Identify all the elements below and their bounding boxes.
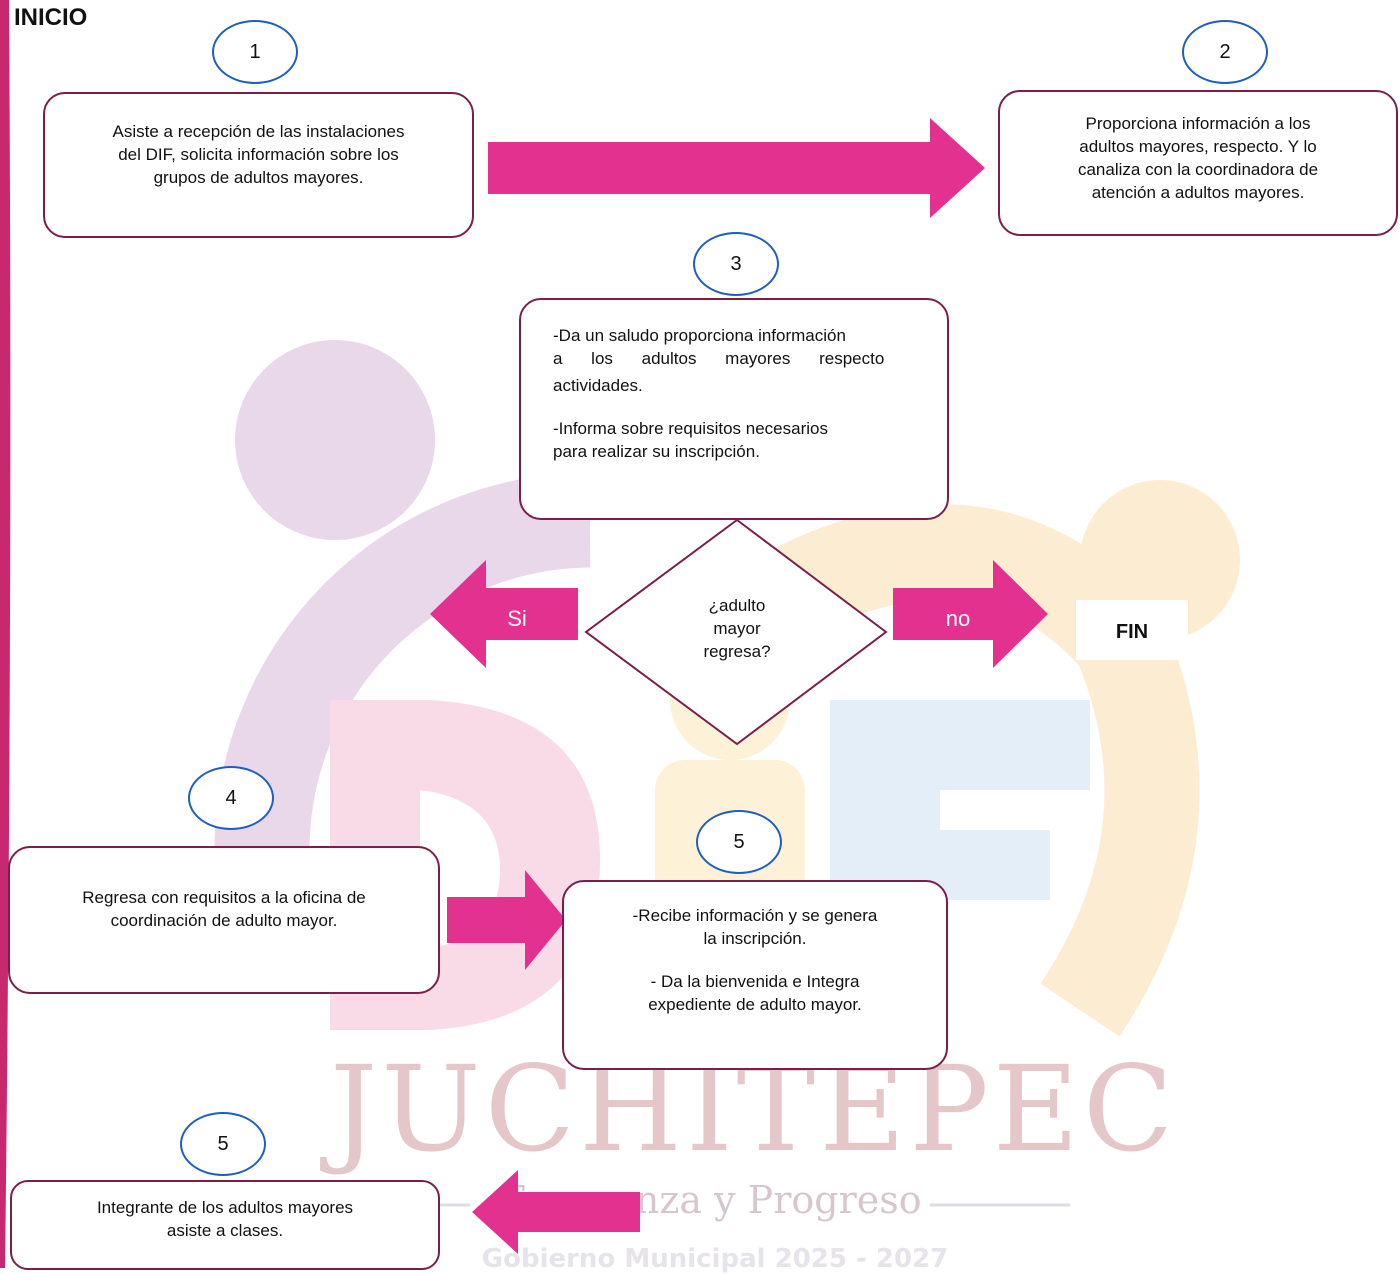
step-3-line: para realizar su inscripción. (553, 442, 760, 461)
arrow-step1-to-step2 (488, 118, 985, 218)
step-3-line: actividades. (553, 376, 643, 395)
step-5-box: -Recibe información y se genera la inscr… (562, 880, 948, 1070)
step-4-box: Regresa con requisitos a la oficina de c… (8, 846, 440, 994)
step-1-line: del DIF, solicita información sobre los (118, 145, 399, 164)
step-2-line: atención a adultos mayores. (1091, 183, 1305, 202)
decision-line: ¿adulto (708, 596, 766, 615)
decision-line: regresa? (703, 642, 771, 661)
end-label: FIN (1076, 600, 1188, 660)
step-3-number: 3 (693, 232, 779, 296)
step-5-line: -Recibe información y se genera (632, 906, 878, 925)
step-3-line: -Da un saludo proporciona información (553, 326, 846, 345)
step-5-line: expediente de adulto mayor. (648, 995, 862, 1014)
decision-line: mayor (713, 619, 761, 638)
step-5-line: - Da la bienvenida e Integra (650, 972, 860, 991)
step-1-line: Asiste a recepción de las instalaciones (112, 122, 405, 141)
step-5-number: 5 (696, 810, 782, 874)
arrow-si (430, 560, 578, 668)
arrow-to-step6 (472, 1170, 640, 1254)
step-4-line: Regresa con requisitos a la oficina de (82, 888, 366, 907)
arrow-step4-to-step5 (447, 870, 566, 970)
decision-text: ¿adulto mayor regresa? (680, 594, 794, 663)
decision-diamond (584, 518, 888, 746)
yes-label: Si (507, 606, 527, 631)
step-4-number: 4 (188, 766, 274, 830)
step-4-line: coordinación de adulto mayor. (110, 911, 338, 930)
step-6-line: Integrante de los adultos mayores (96, 1198, 354, 1217)
arrow-no (893, 560, 1048, 668)
step-1-line: grupos de adultos mayores. (153, 168, 364, 187)
step-3-line: -Informa sobre requisitos necesarios (553, 419, 828, 438)
step-6-number: 5 (180, 1112, 266, 1176)
step-2-line: canaliza con la coordinadora de (1077, 160, 1319, 179)
step-2-line: adultos mayores, respecto. Y lo (1079, 137, 1317, 156)
step-2-box: Proporciona información a los adultos ma… (998, 90, 1398, 236)
step-6-box: Integrante de los adultos mayores asiste… (10, 1180, 440, 1270)
start-label: INICIO (14, 4, 88, 31)
step-2-number: 2 (1182, 20, 1268, 84)
step-3-line: a los adultos mayores respecto (553, 349, 885, 368)
step-6-line: asiste a clases. (166, 1221, 284, 1240)
step-5-line: la inscripción. (703, 929, 807, 948)
logo-arc-purple (214, 472, 591, 851)
logo-head-purple (235, 340, 435, 540)
no-label: no (945, 606, 971, 631)
step-3-box: -Da un saludo proporciona información a … (519, 298, 949, 520)
step-2-line: Proporciona información a los (1085, 114, 1311, 133)
step-1-number: 1 (212, 20, 298, 84)
step-1-box: Asiste a recepción de las instalaciones … (43, 92, 474, 238)
